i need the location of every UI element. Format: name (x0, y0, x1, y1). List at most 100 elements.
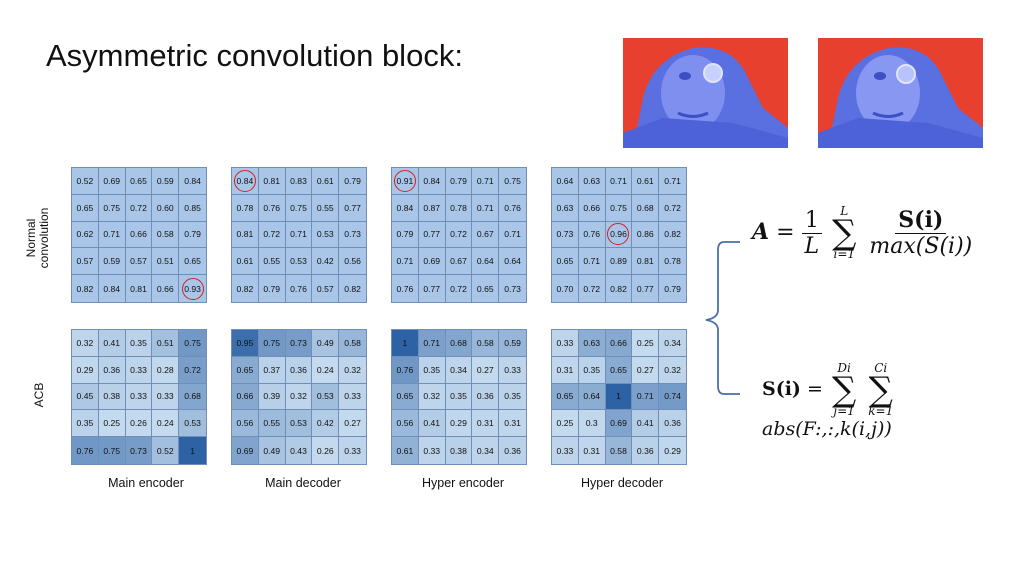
grid-cell: 0.82 (232, 275, 259, 302)
grid-cell: 0.66 (232, 383, 259, 411)
grid-cell: 0.49 (312, 330, 340, 357)
grid-cell: 0.65 (552, 248, 579, 276)
grid-cell: 0.68 (445, 330, 473, 357)
grid-cell: 0.75 (258, 330, 286, 357)
grid-cell: 0.71 (632, 383, 660, 411)
grid-cell: 0.29 (445, 410, 473, 438)
grid-cell: 0.52 (152, 437, 180, 464)
grid-cell: 0.79 (392, 221, 419, 249)
grid-cell: 0.91 (392, 168, 419, 195)
grid-cell: 0.72 (125, 194, 153, 222)
grid-cell: 0.84 (232, 168, 259, 195)
grid-cell: 0.55 (258, 248, 286, 276)
grid-cell: 0.35 (445, 383, 473, 411)
grid-cell: 0.32 (659, 356, 686, 384)
grid-cell: 0.32 (339, 356, 366, 384)
grid-cell: 0.35 (499, 383, 526, 411)
grid-cell: 0.65 (552, 383, 579, 411)
grid-cell: 0.67 (445, 248, 473, 276)
grid-cell: 0.53 (285, 248, 313, 276)
grid-cell: 0.24 (312, 356, 340, 384)
formula-a-sum-bottom: i=1 (833, 247, 856, 261)
row-label-normal-line2: convolution (37, 207, 51, 269)
grid-cell: 0.33 (499, 356, 526, 384)
grid-cell: 0.76 (258, 194, 286, 222)
grid-cell: 0.43 (285, 437, 313, 464)
grid-cell: 0.81 (125, 275, 153, 302)
grid-cell: 0.78 (232, 194, 259, 222)
grid-cell: 0.35 (418, 356, 446, 384)
grid-cell: 0.56 (392, 410, 419, 438)
grid-cell: 0.58 (472, 330, 500, 357)
grid-cell: 0.72 (179, 356, 206, 384)
grid-cell: 0.71 (499, 221, 526, 249)
grid-cell: 0.71 (285, 221, 313, 249)
grid-cell: 0.56 (232, 410, 259, 438)
grid-cell: 0.75 (285, 194, 313, 222)
grid-cell: 0.63 (552, 194, 579, 222)
grid-cell: 0.67 (472, 221, 500, 249)
feature-image-right (818, 38, 983, 148)
formula-s-sum1-top: Di (837, 361, 851, 375)
grid-cell: 0.53 (312, 221, 340, 249)
grid-cell: 0.87 (418, 194, 446, 222)
grid-cell: 0.53 (179, 410, 206, 438)
grid-cell: 0.59 (499, 330, 526, 357)
grid-cell: 0.27 (339, 410, 366, 438)
grid-cell: 0.36 (499, 437, 526, 464)
formula-s-sum1-bottom: j=1 (833, 404, 855, 418)
grid-cell: 0.61 (312, 168, 340, 195)
formula-s-body: abs(F:,:,k(i,j)) (762, 418, 892, 440)
grid-cell: 0.26 (312, 437, 340, 464)
grid-cell: 0.82 (605, 275, 633, 302)
grid-cell: 0.59 (98, 248, 126, 276)
grid-cell: 0.36 (659, 410, 686, 438)
formula-a-sum-top: L (840, 204, 849, 218)
grid-cell: 0.75 (98, 194, 126, 222)
grid-cell: 0.56 (339, 248, 366, 276)
grid-cell: 0.31 (578, 437, 606, 464)
grid-cell: 0.33 (125, 383, 153, 411)
formula-s-eq: = (806, 378, 823, 400)
grid-cell: 0.79 (445, 168, 473, 195)
grid-cell: 0.32 (418, 383, 446, 411)
formula-a-ratio-den: max(S(i)) (869, 234, 973, 259)
grid-cell: 0.72 (659, 194, 686, 222)
grid-cell: 0.33 (552, 437, 579, 464)
grid-cell: 0.75 (98, 437, 126, 464)
grid-cell: 0.65 (72, 194, 99, 222)
grid-cell: 0.3 (578, 410, 606, 438)
slide-title: Asymmetric convolution block: (46, 38, 463, 73)
grid-cell: 0.37 (258, 356, 286, 384)
grid-cell: 0.64 (472, 248, 500, 276)
grid-cell: 0.73 (499, 275, 526, 302)
grid-cell: 0.29 (72, 356, 99, 384)
grid-cell: 0.78 (445, 194, 473, 222)
grid-cell: 0.55 (258, 410, 286, 438)
grid-cell: 0.76 (578, 221, 606, 249)
formula-s-lhs: S(i) (762, 378, 801, 400)
grid-cell: 0.84 (98, 275, 126, 302)
grid-cell: 0.60 (152, 194, 180, 222)
grid-cell: 0.61 (232, 248, 259, 276)
formula-a-ratio: S(i) max(S(i)) (866, 207, 975, 259)
grid-cell: 0.64 (499, 248, 526, 276)
grid-cell: 0.27 (632, 356, 660, 384)
grid-cell: 0.35 (125, 330, 153, 357)
grid-cell: 0.64 (578, 383, 606, 411)
grid-cell: 0.52 (72, 168, 99, 195)
grid-cell: 0.45 (72, 383, 99, 411)
grid-cell: 0.27 (472, 356, 500, 384)
grid-cell: 0.41 (632, 410, 660, 438)
grid-cell: 0.77 (418, 275, 446, 302)
grid-cell: 0.71 (605, 168, 633, 195)
grid-cell: 0.32 (72, 330, 99, 357)
grid-cell: 0.76 (392, 275, 419, 302)
grid-cell: 0.51 (152, 330, 180, 357)
grid-cell: 0.33 (152, 383, 180, 411)
grid-cell: 1 (392, 330, 419, 357)
grid-cell: 0.71 (472, 194, 500, 222)
